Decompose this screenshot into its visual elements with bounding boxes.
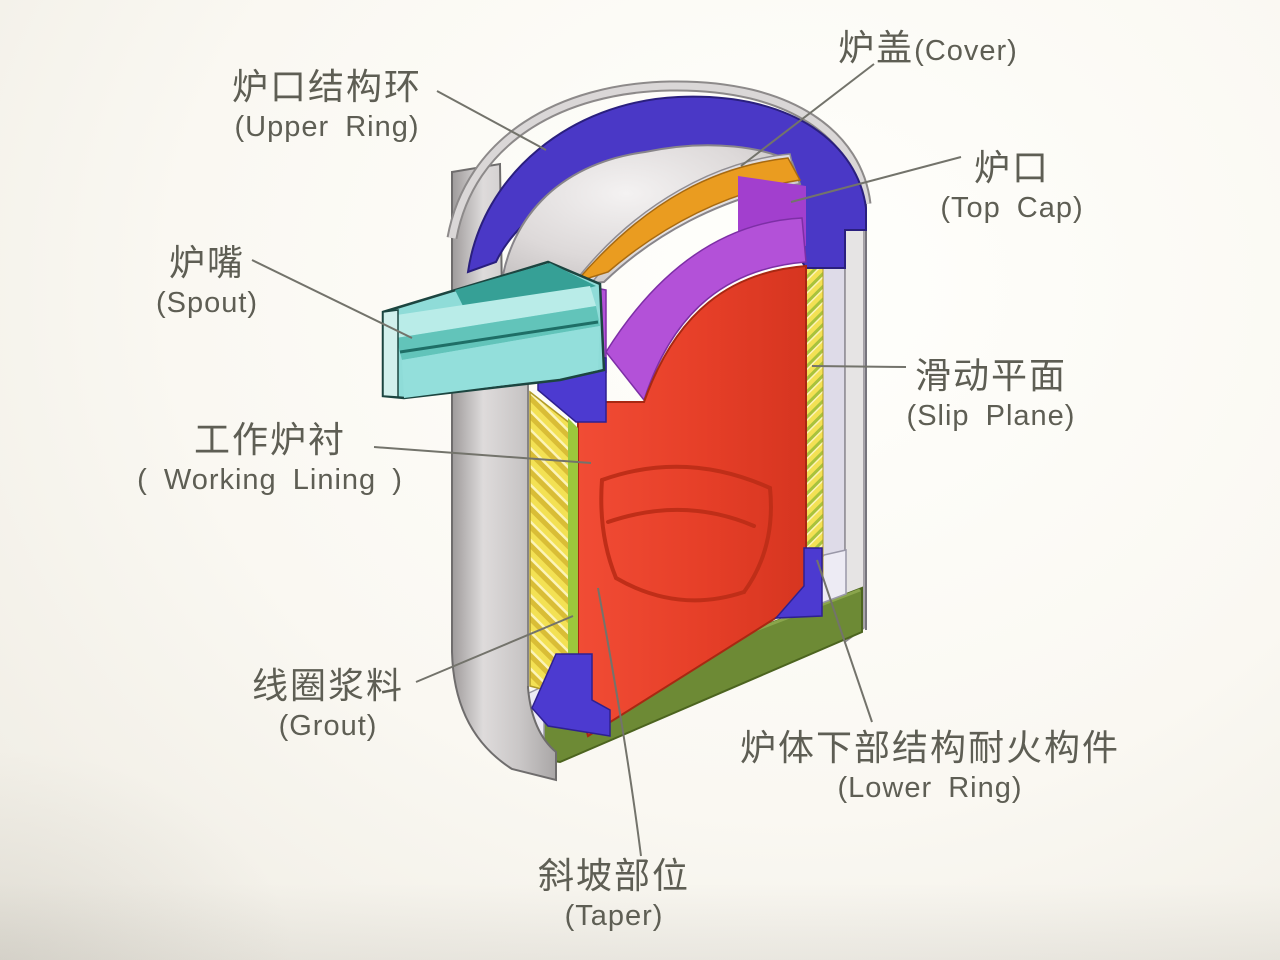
leader-spout [251,259,413,339]
label-lower-ring-cn: 炉体下部结构耐火构件 [739,727,1121,768]
label-cover: 炉盖(Cover) [838,27,1018,68]
top-cap-band [605,217,807,402]
leader-grout [415,615,574,683]
label-spout: 炉嘴 (Spout) [155,242,259,320]
crucible-bowl-lines [599,464,773,603]
lower-ring-wedge-right [774,547,823,619]
label-slip-plane: 滑动平面 (Slip Plane) [906,355,1076,433]
label-spout-en: (Spout) [155,287,259,320]
label-working-lining-cn: 工作炉衬 [193,419,346,460]
leader-upper-ring [436,90,547,151]
label-grout-en: (Grout) [278,710,378,743]
shell-top-rim-light [448,82,870,239]
label-top-cap-cn: 炉口 [973,147,1051,188]
label-upper-ring: 炉口结构环 (Upper Ring) [231,66,423,144]
spout-body [381,260,606,400]
label-lower-ring-en: (Lower Ring) [837,772,1023,805]
label-grout-cn: 线圈浆料 [251,665,405,706]
leader-working-lining [373,446,592,464]
spout-channel [396,306,600,360]
coil-right [805,267,824,587]
label-cover-cn: 炉盖 [838,27,915,68]
label-spout-cn: 炉嘴 [168,242,246,283]
outer-shell-right [844,221,865,644]
label-upper-ring-cn: 炉口结构环 [231,66,423,107]
label-lower-ring: 炉体下部结构耐火构件 (Lower Ring) [739,727,1121,805]
leader-top-cap [790,156,962,203]
spout-top-lip [390,286,596,338]
grout-strip [568,418,578,700]
label-working-lining-en: ( Working Lining ) [137,464,403,497]
label-grout: 线圈浆料 (Grout) [251,665,405,743]
leader-slip-plane [811,365,907,368]
label-slip-plane-cn: 滑动平面 [914,355,1067,396]
spout-end-cap [382,309,399,398]
label-taper: 斜坡部位 (Taper) [537,855,691,933]
label-top-cap-en: (Top Cap) [940,192,1084,225]
label-working-lining: 工作炉衬 ( Working Lining ) [137,419,403,497]
label-taper-cn: 斜坡部位 [537,855,691,896]
lower-ring-wedge-left [531,653,611,737]
label-upper-ring-en: (Upper Ring) [234,111,420,144]
spout-front-face [402,326,600,398]
label-cover-en: (Cover) [914,35,1018,67]
label-slip-plane-en: (Slip Plane) [906,400,1076,433]
label-top-cap: 炉口 (Top Cap) [940,147,1084,225]
spout-channel-groove [399,320,599,354]
leader-cover [740,63,875,167]
leader-lines [251,63,962,857]
leader-lower-ring [816,559,873,723]
label-taper-en: (Taper) [564,900,664,933]
leader-taper [597,587,642,857]
